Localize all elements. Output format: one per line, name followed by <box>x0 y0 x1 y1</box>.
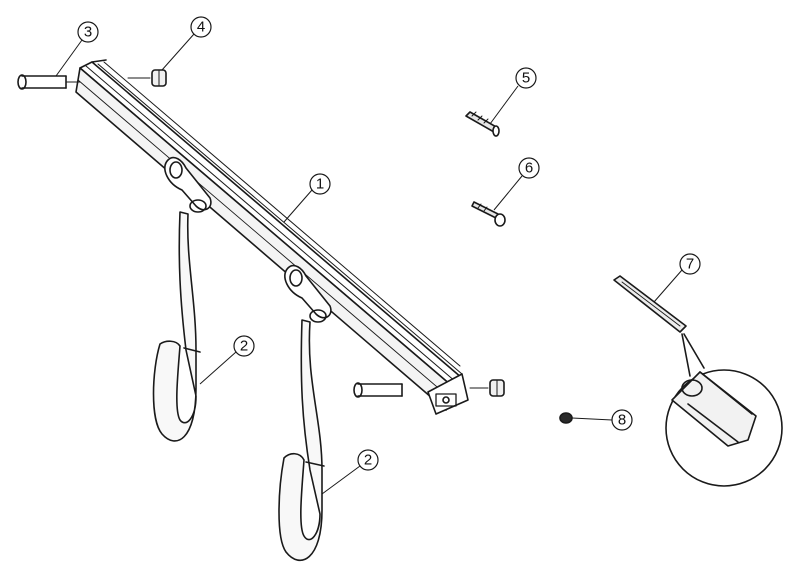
callout-4-label: 4 <box>197 19 205 36</box>
callout-3-label: 3 <box>84 24 92 41</box>
callout-1: 1 <box>283 173 331 223</box>
pin-part <box>17 74 81 90</box>
callout-7: 7 <box>653 253 701 303</box>
pin-lower-part <box>353 382 403 398</box>
callout-3: 3 <box>55 21 99 77</box>
screw-part <box>471 201 506 227</box>
callout-8: 8 <box>571 409 633 431</box>
anchor-part <box>465 111 500 137</box>
callout-5-label: 6 <box>525 160 533 177</box>
callout-6: 5 <box>489 67 537 125</box>
callout-1-label: 1 <box>316 176 324 193</box>
callout-2-right-label: 2 <box>364 452 372 469</box>
callout-2-right: 2 <box>321 449 379 495</box>
rail-bracket-left <box>164 156 212 213</box>
callout-7-label: 7 <box>686 256 694 273</box>
cap-part <box>559 412 573 424</box>
strip-part <box>613 275 687 333</box>
callouts: 1 2 2 3 4 6 5 <box>55 16 701 495</box>
nut-lower-part <box>469 379 505 397</box>
nut-top-part <box>127 69 167 87</box>
callout-5: 6 <box>493 157 540 211</box>
callout-6-label: 5 <box>522 70 530 87</box>
callout-2-left-label: 2 <box>240 338 248 355</box>
hook-left-part <box>152 211 201 442</box>
callout-4: 4 <box>161 16 212 71</box>
detail-magnifier <box>665 333 783 487</box>
callout-8-label: 8 <box>618 412 626 429</box>
rail-bracket-right <box>284 264 332 323</box>
rail-part <box>75 59 469 415</box>
hook-right-part <box>278 319 325 562</box>
callout-2-left: 2 <box>199 335 255 385</box>
